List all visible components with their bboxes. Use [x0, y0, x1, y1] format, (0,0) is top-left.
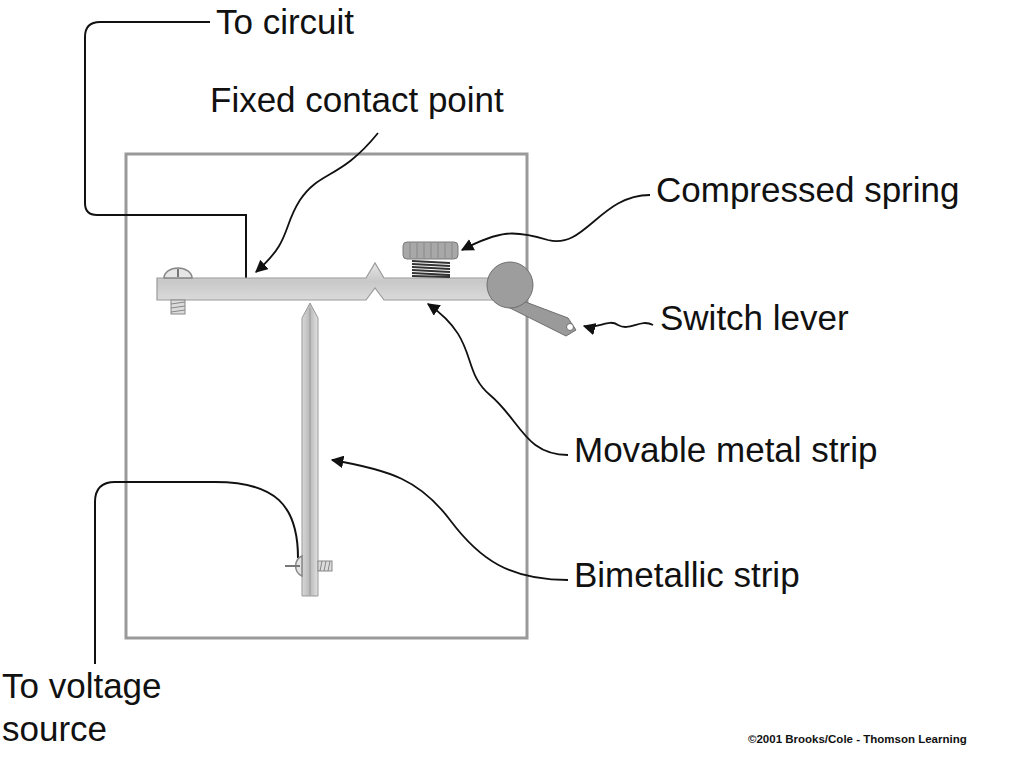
part-label: Movable metal strip	[574, 430, 877, 470]
copyright-note: ©2001 Brooks/Cole - Thomson Learning	[748, 733, 967, 746]
source-wire	[95, 482, 298, 664]
bimetal-seam	[310, 308, 311, 595]
bimetallic-strip	[302, 303, 318, 596]
part-label: Compressed spring	[656, 170, 959, 210]
bottom-screw	[285, 556, 332, 576]
circuit-wire	[85, 22, 246, 278]
left-screw	[164, 268, 192, 314]
part-label: Fixed contact point	[210, 80, 504, 120]
wire-label: To voltage source	[2, 665, 212, 750]
leader-line	[584, 323, 653, 327]
wire-label: To circuit	[216, 2, 354, 42]
leader-line	[332, 460, 568, 580]
part-label: Switch lever	[660, 298, 849, 338]
part-label: Bimetallic strip	[574, 555, 800, 595]
leader-line	[428, 304, 568, 455]
switch-lever	[487, 262, 576, 336]
leader-line	[256, 133, 378, 272]
compressed-spring	[403, 242, 458, 277]
leader-line	[462, 195, 650, 250]
housing-box	[126, 154, 527, 638]
